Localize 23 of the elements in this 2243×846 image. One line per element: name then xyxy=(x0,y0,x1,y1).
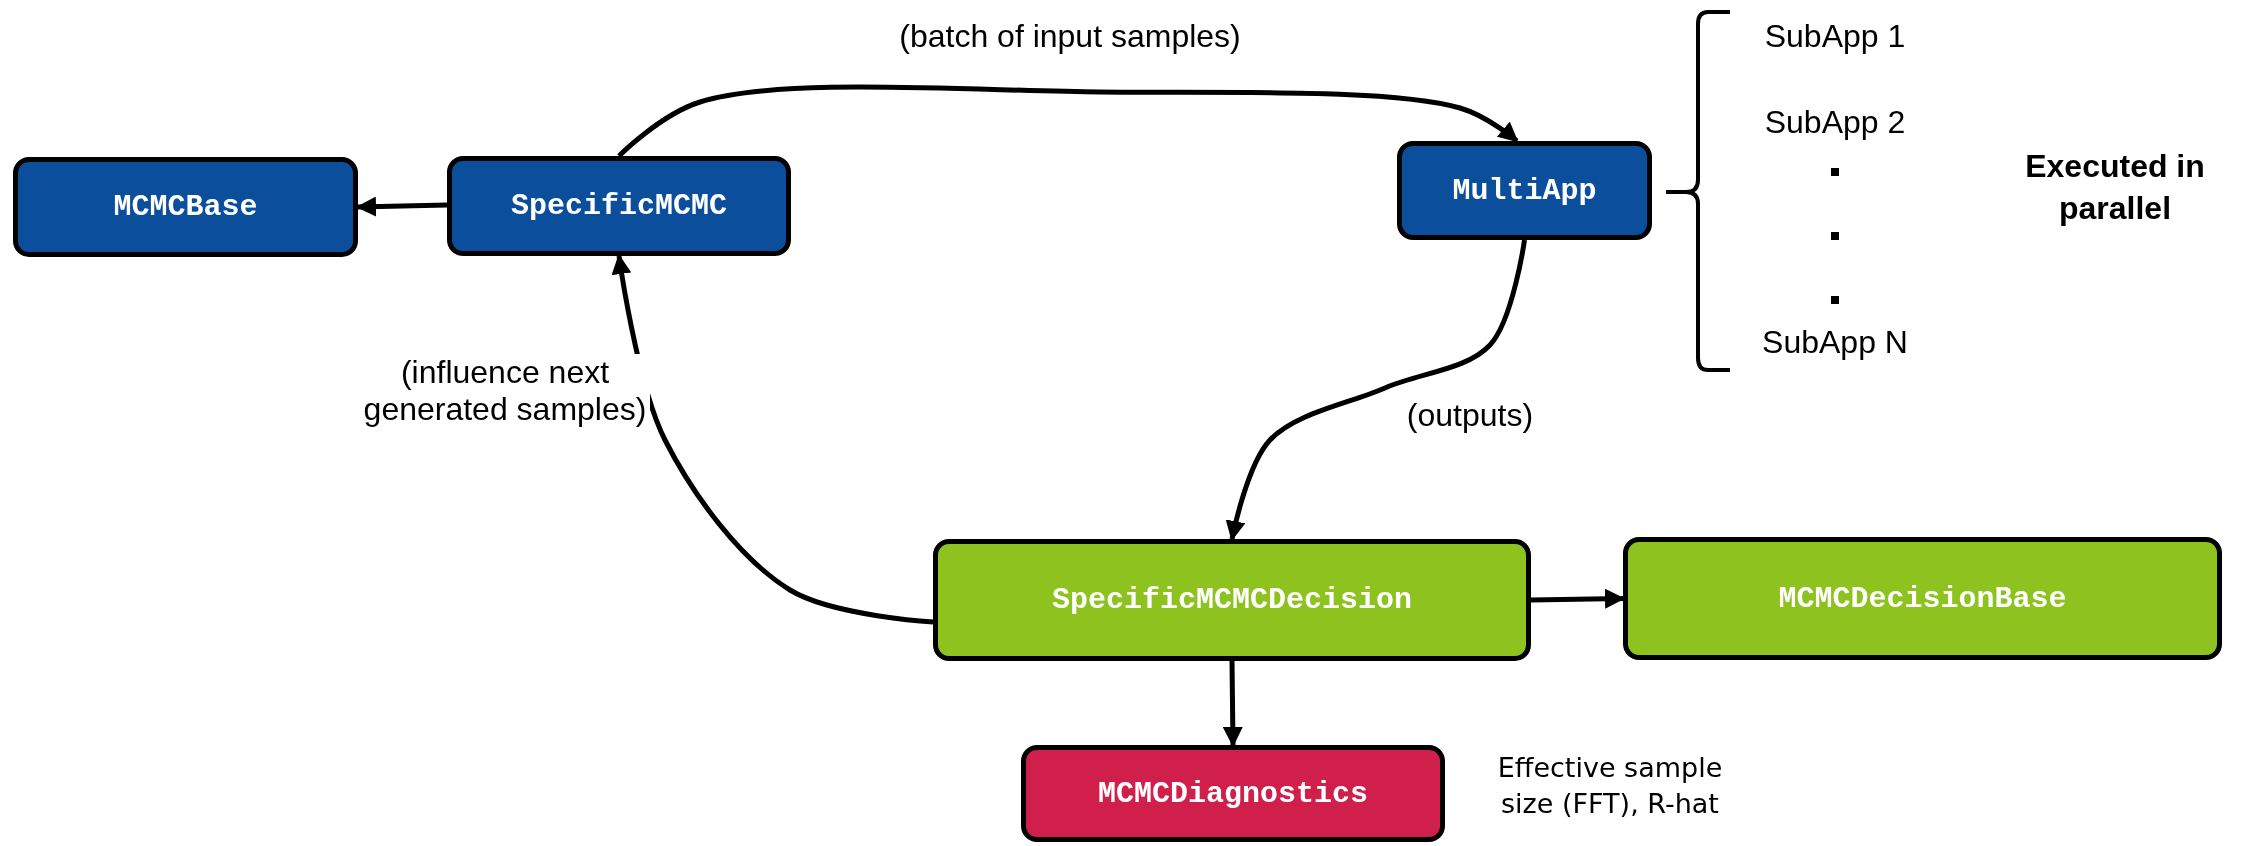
class-box xyxy=(933,539,1531,661)
list-item: SubApp N xyxy=(1761,324,1909,361)
class-name: SpecificMCMC xyxy=(510,189,727,223)
arrow xyxy=(1225,239,1527,541)
class-box xyxy=(1623,537,2222,660)
class-box xyxy=(13,157,358,257)
list-item: SubApp 2 xyxy=(1763,104,1907,141)
class-box xyxy=(447,156,791,256)
note-text: Executed in parallel xyxy=(2024,147,2206,228)
class-name: SpecificMCMCDecision xyxy=(1051,583,1413,617)
class-box xyxy=(1397,141,1652,240)
arrow xyxy=(1222,660,1243,747)
class-box xyxy=(1021,745,1445,842)
class-name: MultiApp xyxy=(1452,173,1597,208)
arrow xyxy=(1530,588,1625,609)
list-item: SubApp 1 xyxy=(1763,18,1907,55)
arrow xyxy=(611,254,934,625)
arrow xyxy=(617,84,1519,158)
note-text: Effective sample size (FFT), R-hat xyxy=(1496,751,1724,822)
class-name: MCMCDecisionBase xyxy=(1778,581,2067,616)
arrow xyxy=(356,196,448,217)
class-name: MCMCBase xyxy=(113,190,258,224)
class-name: MCMCDiagnostics xyxy=(1097,776,1368,811)
